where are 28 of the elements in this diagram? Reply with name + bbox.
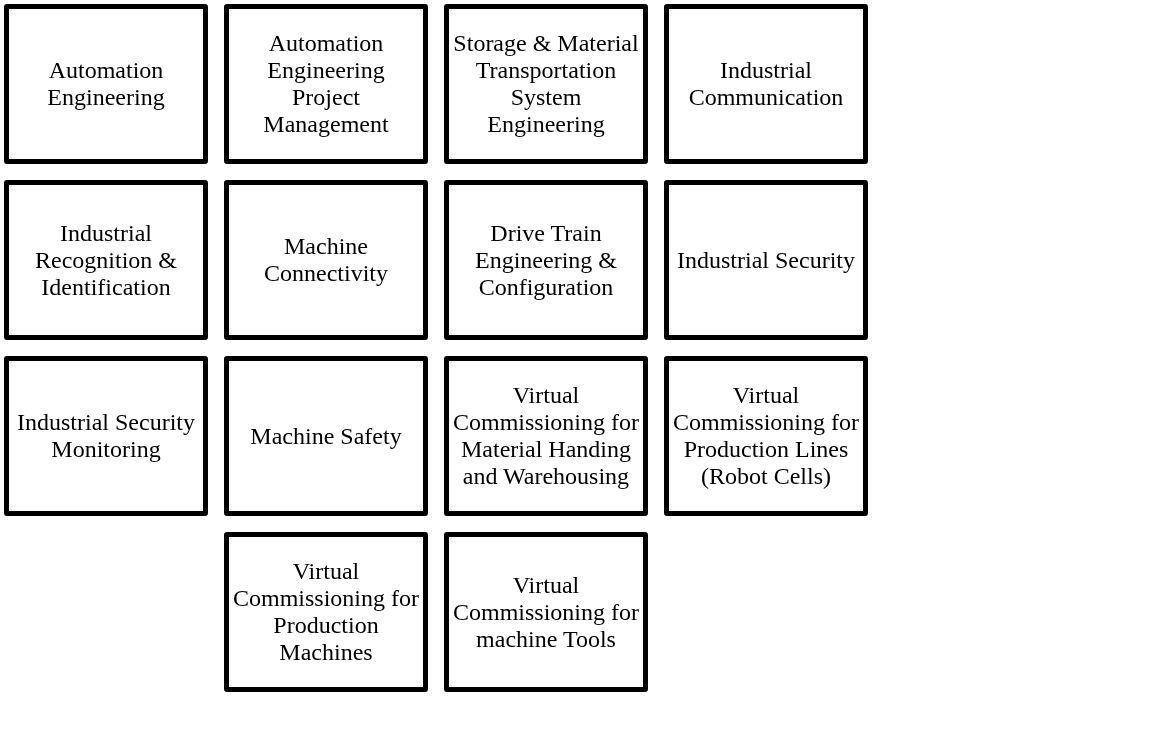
box-label: Automation Engineering [46, 57, 166, 111]
box-label: Virtual Commissioning for Production Lines (Robot Cells) [672, 382, 860, 490]
process-box [224, 4, 428, 164]
process-box [224, 532, 428, 692]
process-box [444, 180, 648, 340]
box-label: Machine Safety [249, 422, 403, 450]
box-label: Virtual Commissioning for Production Machines [232, 558, 420, 666]
box-label: Industrial Security [676, 246, 856, 274]
process-box [4, 4, 208, 164]
process-box [664, 4, 868, 164]
box-label: Virtual Commissioning for machine Tools [452, 571, 640, 653]
process-box [4, 356, 208, 516]
box-label: Drive Train Engineering & Configuration [474, 219, 618, 301]
process-box [664, 180, 868, 340]
box-label: Industrial Communication [687, 57, 845, 111]
process-box [224, 356, 428, 516]
process-box [4, 180, 208, 340]
process-box [224, 180, 428, 340]
box-label: Machine Connectivity [263, 233, 389, 287]
process-box [444, 4, 648, 164]
box-label: Virtual Commissioning for Material Handing and Warehousing [452, 382, 640, 490]
box-label: Industrial Security Monitoring [16, 409, 196, 463]
box-label: Storage & Material Transportation System Engineering [452, 30, 640, 138]
process-box [444, 532, 648, 692]
box-label: Industrial Recognition & Identification [34, 219, 178, 301]
process-box [444, 356, 648, 516]
process-box [664, 356, 868, 516]
box-label: Automation Engineering Project Management [262, 30, 390, 138]
